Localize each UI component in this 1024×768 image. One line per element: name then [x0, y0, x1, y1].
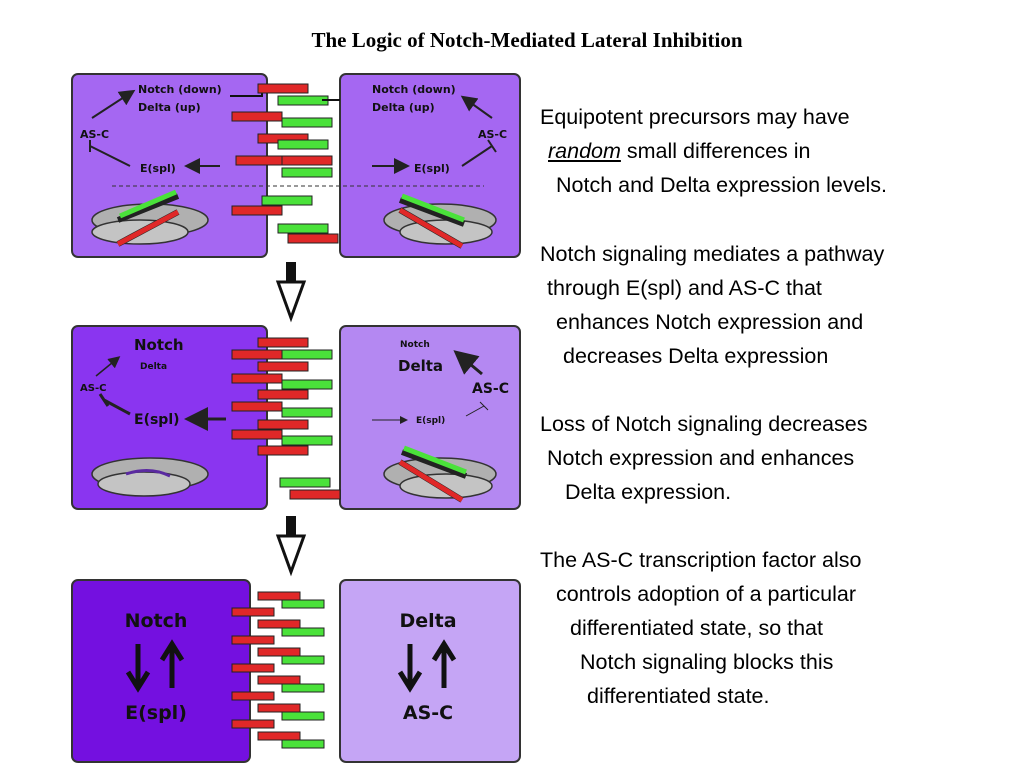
notch-bar [231, 205, 283, 216]
asc-label: AS-C [80, 128, 109, 141]
delta-label: Delta [140, 362, 167, 372]
espl-label: E(spl) [134, 412, 180, 428]
text-p4-line1: The AS-C transcription factor also [540, 548, 862, 572]
asc-label: AS-C [478, 128, 507, 141]
page-title: The Logic of Notch-Mediated Lateral Inhi… [311, 28, 743, 52]
delta-bar [281, 435, 333, 446]
notch-bar [257, 731, 301, 741]
notch-label: Notch [125, 610, 188, 632]
stage2: Notch Delta AS-C E(spl) Notch Delta AS-C… [71, 325, 521, 510]
text-p1-line3: Notch and Delta expression levels. [556, 173, 888, 197]
text-p3-line2: Notch expression and enhances [547, 446, 855, 470]
text-p2-line2: through E(spl) and AS-C that [547, 276, 822, 300]
delta-label: Delta [399, 610, 456, 632]
delta-bar [277, 95, 329, 106]
delta-label: Delta [398, 357, 443, 375]
delta-bar [281, 711, 325, 721]
asc-label: AS-C [80, 383, 106, 394]
delta-bar [281, 379, 333, 390]
chromatin-left [91, 189, 209, 247]
espl-label: E(spl) [125, 702, 187, 724]
text-p2-line4: decreases Delta expression [563, 344, 829, 368]
notch-bar [231, 349, 283, 360]
stage3-junction [231, 591, 325, 749]
stage-transition-arrow [275, 262, 307, 323]
notch-label: Notch (down) [372, 83, 456, 96]
notch-bar [257, 591, 301, 601]
delta-bar [281, 407, 333, 418]
stage3-left-cell [71, 579, 251, 763]
text-p3-line1: Loss of Notch signaling decreases [540, 412, 868, 436]
espl-label: E(spl) [414, 162, 450, 175]
text-p1-line2: random small differences in [548, 134, 811, 168]
delta-bar [281, 167, 333, 178]
delta-bar [281, 627, 325, 637]
notch-bar [281, 155, 333, 166]
notch-bar [231, 429, 283, 440]
text-p2-line1: Notch signaling mediates a pathway [540, 242, 885, 266]
notch-bar [231, 607, 275, 617]
notch-bar [231, 635, 275, 645]
asc-label: AS-C [403, 702, 453, 724]
notch-bar [257, 703, 301, 713]
text-p4-line3: differentiated state, so that [570, 616, 823, 640]
notch-bar [257, 647, 301, 657]
delta-bar [277, 223, 329, 234]
notch-bar [257, 419, 309, 430]
notch-label: Notch [134, 336, 184, 354]
notch-bar [231, 401, 283, 412]
stage-transition-arrow [275, 516, 307, 577]
notch-bar [257, 83, 309, 94]
espl-label: E(spl) [416, 416, 445, 426]
notch-bar [231, 719, 275, 729]
stage2-junction [231, 337, 341, 500]
notch-bar [257, 361, 309, 372]
espl-label: E(spl) [140, 162, 176, 175]
delta-label: Delta (up) [138, 101, 201, 114]
stage1: Notch (down) Delta (up) AS-C E(spl) Notc… [71, 73, 521, 258]
text-p4-line4: Notch signaling blocks this [580, 650, 834, 674]
stage3-right-cell [339, 579, 521, 763]
stage1-junction [230, 83, 340, 244]
delta-bar [277, 139, 329, 150]
delta-bar [281, 655, 325, 665]
notch-bar [235, 155, 287, 166]
random-emphasis: random [548, 139, 621, 163]
notch-bar [257, 675, 301, 685]
text-p4-line5: differentiated state. [587, 684, 770, 708]
delta-bar [281, 599, 325, 609]
notch-bar [257, 619, 301, 629]
notch-bar [231, 691, 275, 701]
delta-bar [281, 739, 325, 749]
notch-bar [289, 489, 341, 500]
delta-bar [281, 683, 325, 693]
delta-bar [281, 117, 333, 128]
text-p4-line2: controls adoption of a particular [556, 582, 856, 606]
notch-bar [231, 663, 275, 673]
asc-label: AS-C [472, 381, 509, 397]
text-p1-line1: Equipotent precursors may have [540, 105, 850, 129]
notch-bar [231, 111, 283, 122]
notch-bar [257, 445, 309, 456]
chromatin-right [383, 445, 497, 503]
delta-bar [281, 349, 333, 360]
text-p2-line3: enhances Notch expression and [556, 310, 864, 334]
delta-label: Delta (up) [372, 101, 435, 114]
text-p3-line3: Delta expression. [565, 480, 732, 504]
text-p1-line2-rest: small differences in [620, 139, 811, 163]
notch-bar [257, 389, 309, 400]
notch-bar [257, 337, 309, 348]
chromatin-right [383, 193, 497, 249]
notch-bar [287, 233, 339, 244]
delta-bar [261, 195, 313, 206]
delta-bar [279, 477, 331, 488]
notch-label: Notch (down) [138, 83, 222, 96]
notch-bar [231, 373, 283, 384]
chromatin-left [91, 457, 209, 497]
notch-label: Notch [400, 340, 430, 350]
stage3: Notch E(spl) Delta AS-C [71, 579, 521, 763]
